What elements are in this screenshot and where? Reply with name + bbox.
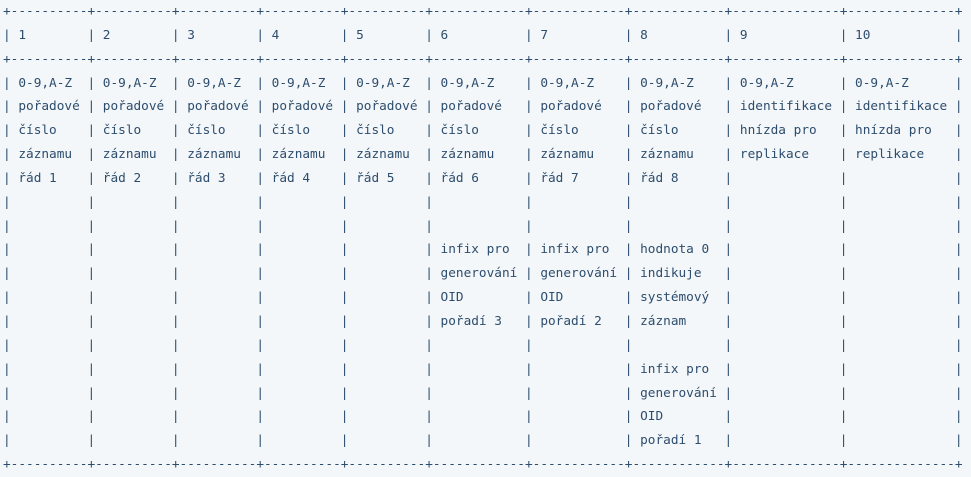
table-row-line: | | | | | | | | | | |: [3, 218, 963, 234]
table-row-line: | | | | | | generování | generování | in…: [3, 266, 963, 282]
table-row-line: | | | | | | | | | | |: [3, 194, 963, 210]
table-border-line: +----------+----------+----------+------…: [3, 4, 963, 19]
table-row-line: | číslo | číslo | číslo | číslo | číslo …: [3, 123, 963, 139]
table-row-line: | | | | | | OID | OID | systémový | | |: [3, 290, 963, 306]
table-row-line: | 0-9,A-Z | 0-9,A-Z | 0-9,A-Z | 0-9,A-Z …: [3, 75, 963, 91]
table-row-line: | | | | | | | | | | |: [3, 337, 963, 353]
table-row-line: | pořadové | pořadové | pořadové | pořad…: [3, 99, 963, 115]
table-row-line: | | | | | | | | generování | | |: [3, 385, 963, 401]
table-row-line: | | | | | | pořadí 3 | pořadí 2 | záznam…: [3, 313, 963, 329]
table-header-line: | 1 | 2 | 3 | 4 | 5 | 6 | 7 | 8 | 9 | 10…: [3, 27, 963, 43]
table-row-line: | | | | | | infix pro | infix pro | hodn…: [3, 242, 963, 258]
table-row-line: | | | | | | | | infix pro | | |: [3, 361, 963, 377]
table-row-line: | | | | | | | | OID | | |: [3, 409, 963, 425]
table-row-line: | záznamu | záznamu | záznamu | záznamu …: [3, 147, 963, 163]
table-border-line: +----------+----------+----------+------…: [3, 51, 963, 67]
table-row-line: | | | | | | | | pořadí 1 | | |: [3, 433, 963, 449]
table-border-line: +----------+----------+----------+------…: [3, 457, 963, 473]
table-row-line: | řád 1 | řád 2 | řád 3 | řád 4 | řád 5 …: [3, 170, 963, 186]
